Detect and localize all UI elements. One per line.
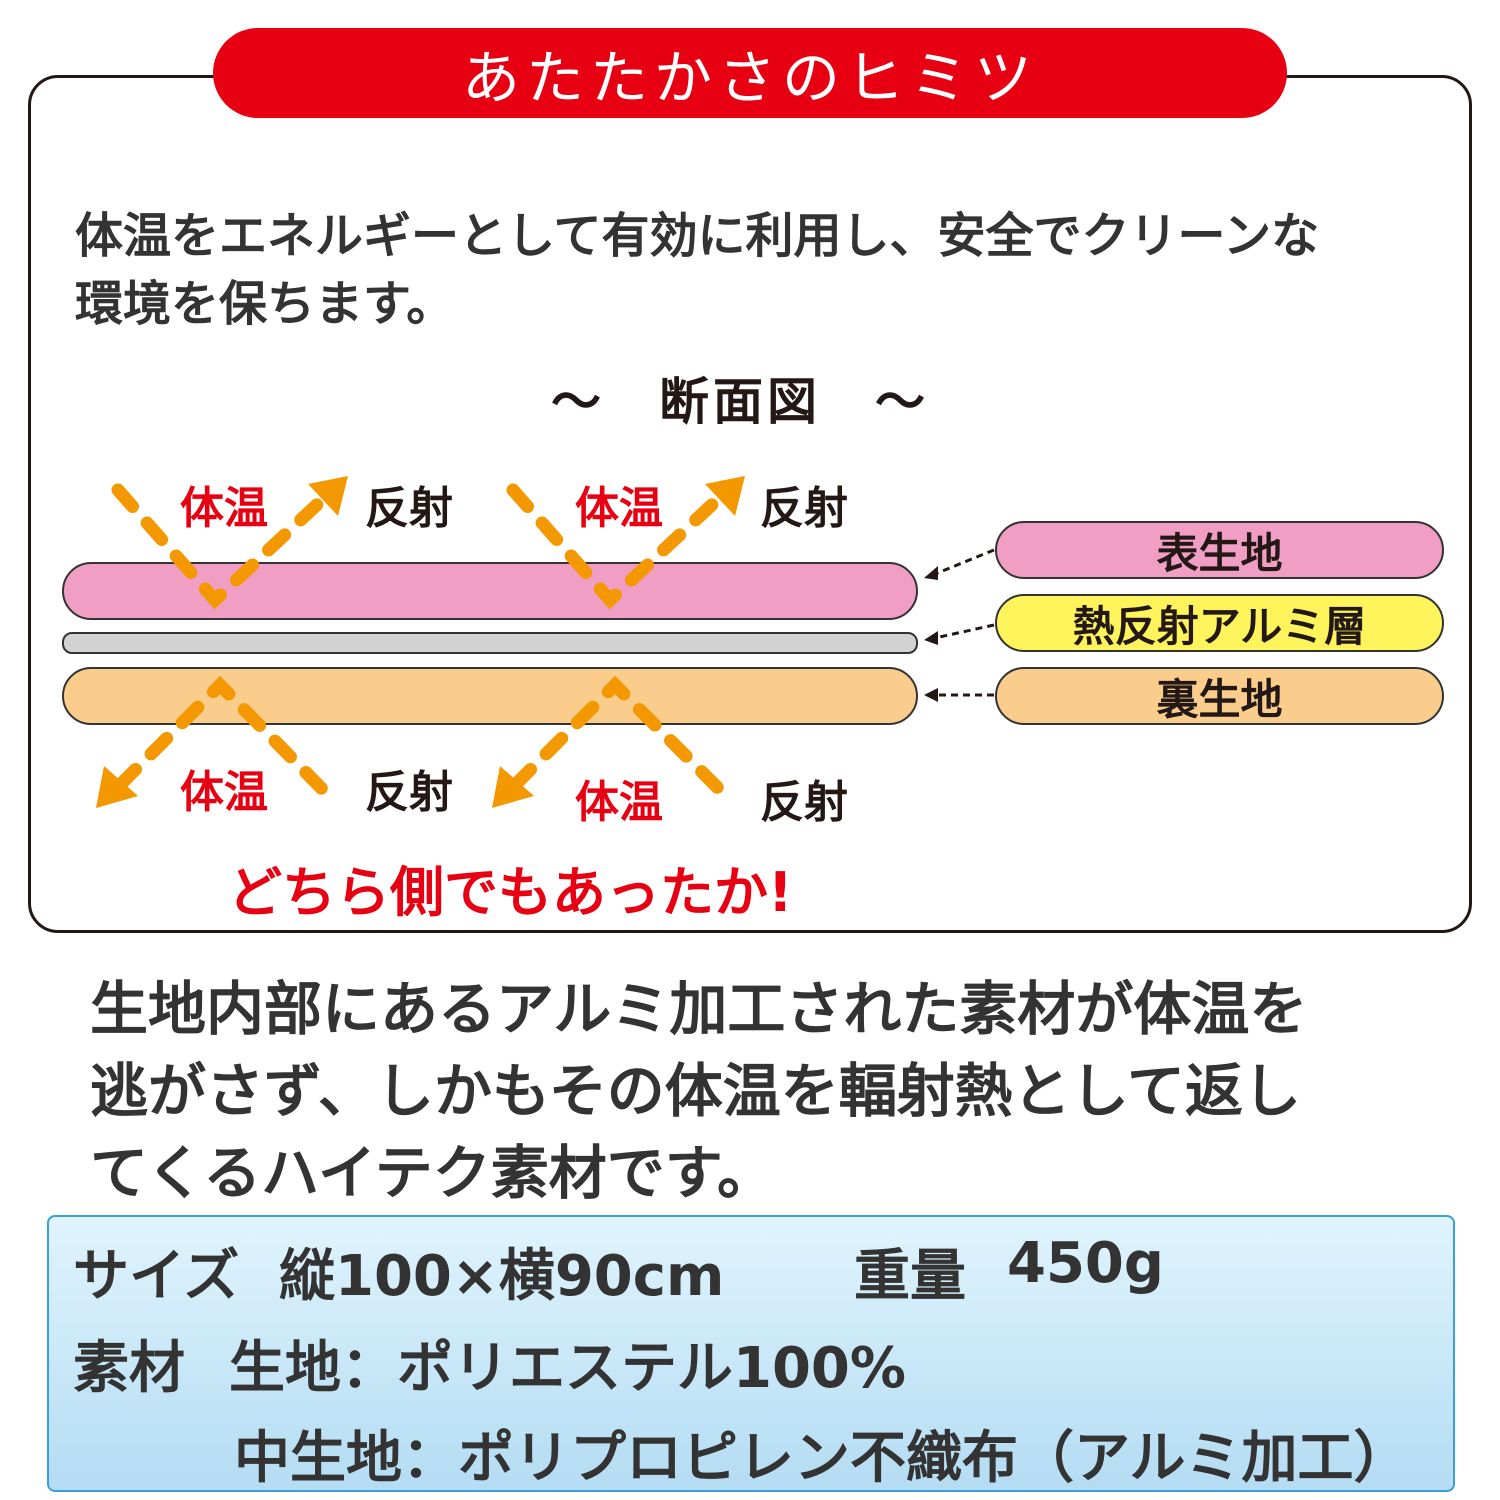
tagline: どちら側でもあったか! xyxy=(228,861,793,924)
title-banner: あたたかさのヒミツ xyxy=(213,28,1287,118)
reflect-label: 反射 xyxy=(760,777,848,828)
diagram-arrows xyxy=(96,476,995,808)
description-line-2: 逃がさず、しかもその体温を輻射熱として返し xyxy=(90,1057,1302,1125)
heat-reflect-arrow-top-2 xyxy=(506,483,724,610)
heat-reflect-arrow-top-1 xyxy=(111,483,329,610)
pointer-outer-fabric xyxy=(934,548,995,576)
reflect-label: 反射 xyxy=(365,483,453,534)
reflect-label: 反射 xyxy=(365,767,453,818)
inner-fabric-spec: 中生地：ポリプロピレン不織布（アルミ加工） xyxy=(234,1426,1410,1491)
arrow-down-left-icon xyxy=(492,766,534,808)
material-label: 素材 xyxy=(73,1336,185,1401)
heat-reflect-arrow-bottom-2 xyxy=(508,675,732,802)
legend-inner-fabric: 裏生地 xyxy=(995,667,1444,725)
spec-box: サイズ 縦100×横90cm 重量 450g 素材 生地：ポリエステル100% … xyxy=(47,1215,1455,1492)
arrow-up-right-icon xyxy=(308,476,348,516)
legend-inner-fabric-label: 裏生地 xyxy=(1156,674,1283,724)
reflect-label: 反射 xyxy=(760,483,848,534)
diagram-title: ～ 断面図 ～ xyxy=(551,373,929,431)
intro-line-2: 環境を保ちます。 xyxy=(75,276,455,332)
heat-label: 体温 xyxy=(180,767,268,818)
heat-label: 体温 xyxy=(575,777,663,828)
weight-value: 450g xyxy=(1007,1231,1164,1296)
size-label: サイズ xyxy=(73,1244,240,1309)
pointer-head-icon xyxy=(924,688,938,702)
description-line-3: てくるハイテク素材です。 xyxy=(90,1139,775,1207)
heat-label: 体温 xyxy=(180,483,268,534)
pointer-head-icon xyxy=(924,631,938,645)
arrow-up-right-icon xyxy=(705,476,745,516)
pointer-head-icon xyxy=(924,566,938,580)
pointer-aluminum xyxy=(934,623,995,640)
legend-aluminum: 熱反射アルミ層 xyxy=(995,594,1444,652)
legend-outer-fabric-label: 表生地 xyxy=(1156,528,1283,578)
intro-line-1: 体温をエネルギーとして有効に利用し、安全でクリーンな xyxy=(75,208,1320,264)
size-value: 縦100×横90cm xyxy=(279,1244,725,1309)
heat-reflect-arrow-bottom-1 xyxy=(113,675,335,802)
outer-fabric-spec: 生地：ポリエステル100% xyxy=(229,1336,907,1401)
arrow-down-left-icon xyxy=(96,766,138,808)
title-text: あたたかさのヒミツ xyxy=(461,44,1038,112)
weight-label: 重量 xyxy=(854,1244,966,1309)
heat-label: 体温 xyxy=(575,483,663,534)
inner-fabric-layer xyxy=(62,667,918,725)
aluminum-layer xyxy=(62,632,918,654)
legend-outer-fabric: 表生地 xyxy=(995,521,1444,579)
description-line-1: 生地内部にあるアルミ加工された素材が体温を xyxy=(90,975,1308,1043)
legend-aluminum-label: 熱反射アルミ層 xyxy=(1072,601,1367,651)
